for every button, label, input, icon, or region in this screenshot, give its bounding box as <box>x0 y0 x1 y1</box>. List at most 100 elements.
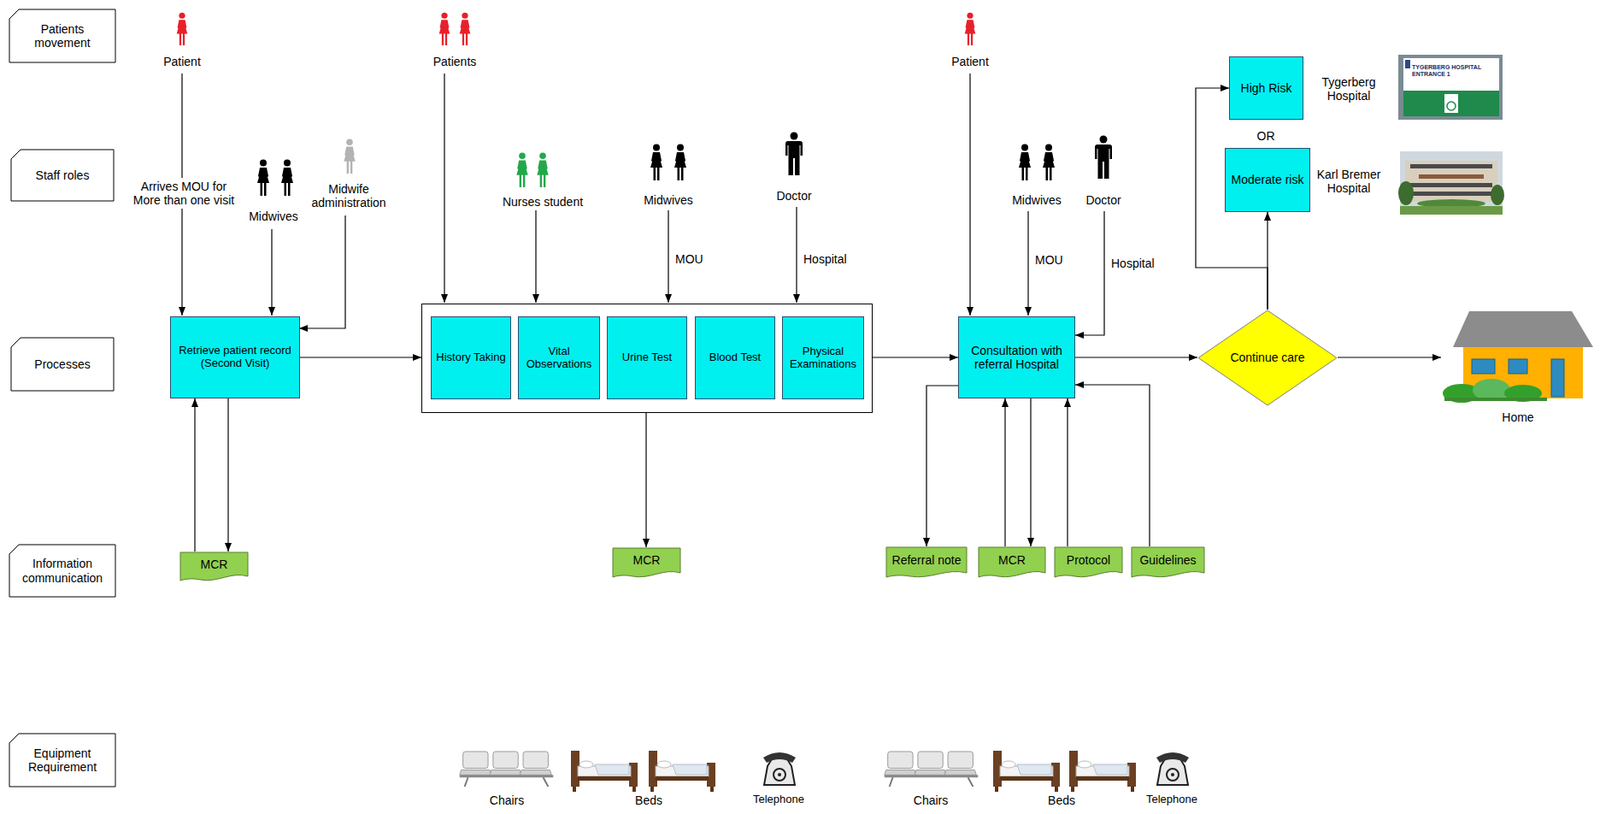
doctor-icon <box>785 132 803 177</box>
node-text: Processes <box>34 357 90 371</box>
process-box: Vital Observations <box>517 316 600 400</box>
node-text: Staff roles <box>35 168 90 183</box>
connector-arrow <box>1004 398 1006 547</box>
label-text: Midwives <box>643 193 694 207</box>
node-text: Continue care <box>1229 350 1305 365</box>
label-text: Doctor <box>1085 193 1121 207</box>
bed-icon <box>1069 750 1136 792</box>
leader-arrow <box>299 215 346 329</box>
connector-arrow <box>1075 356 1198 358</box>
label-text: Patient <box>951 54 989 69</box>
midwife-icon <box>281 159 294 197</box>
document-outline-path <box>180 552 248 581</box>
label-text: Chairs <box>489 793 524 807</box>
node-text: Moderate risk <box>1231 172 1305 187</box>
tree <box>1398 181 1414 206</box>
process-box: History Taking <box>430 316 512 400</box>
doctor-icon <box>1094 135 1112 180</box>
label-text: Karl Bremer Hospital <box>1307 167 1390 195</box>
connector-arrow <box>300 356 422 358</box>
telephone-icon <box>763 752 796 785</box>
label-text: Doctor <box>776 188 812 203</box>
building-facade <box>1405 160 1498 202</box>
label-text: Telephone <box>752 793 805 806</box>
document-outline-path <box>886 547 967 577</box>
tag-outline-path <box>9 9 116 63</box>
row-label: Staff roles <box>10 148 115 202</box>
document-outline-path <box>1131 547 1205 577</box>
wheelchair-sign <box>1444 94 1459 113</box>
hospital-photo <box>1400 151 1503 215</box>
telephone-icon <box>1156 752 1189 785</box>
leader-arrow <box>535 210 536 303</box>
patient-icon <box>439 12 451 46</box>
connector-arrow <box>1075 384 1150 547</box>
row-label: Information communication <box>8 543 117 598</box>
label-text: Hospital <box>803 252 848 266</box>
node-text: Vital Observations <box>522 345 596 371</box>
leader-arrow <box>1075 211 1105 336</box>
document-outline-path <box>612 547 681 577</box>
midwife-icon <box>1042 144 1055 182</box>
node-text: Protocol <box>1066 552 1111 567</box>
sign-panel <box>1403 90 1500 117</box>
diamond-outline-path <box>1198 310 1337 406</box>
document-shape: Guidelines <box>1130 546 1206 579</box>
window-row <box>1410 182 1493 188</box>
process-box: Consultation with referral Hospital <box>958 316 1076 399</box>
node-text: High Risk <box>1241 81 1293 95</box>
house-window <box>1508 358 1528 374</box>
document-outline-path <box>1054 547 1123 577</box>
node-text: MCR <box>200 557 229 571</box>
midwife-icon <box>257 159 270 197</box>
node-text: Physical Examinations <box>786 345 860 371</box>
process-box: Urine Test <box>606 316 688 400</box>
bed-icon <box>570 750 638 792</box>
label-text: Chairs <box>913 793 948 807</box>
leader-arrow <box>443 73 445 303</box>
sign-logo <box>1405 59 1411 69</box>
tag-outline-path <box>11 337 114 391</box>
node-text: Home <box>1501 410 1534 424</box>
node-text: MCR <box>633 552 661 567</box>
hospital-photo <box>1398 54 1503 120</box>
tag-outline-path <box>11 149 114 201</box>
document-shape: Referral note <box>885 546 968 579</box>
document-shape: Protocol <box>1053 546 1124 579</box>
process-group: History Taking Vital Observations Urine Te… <box>421 303 873 413</box>
label-text: Beds <box>1047 793 1076 807</box>
patient-icon <box>964 12 977 46</box>
leader-arrow <box>795 206 797 303</box>
label-text: Tygerberg Hospital <box>1312 75 1385 103</box>
label-text: Nurses student <box>502 194 583 209</box>
nurse-icon <box>516 152 528 188</box>
connector-arrow <box>1029 398 1031 547</box>
node-text: Urine Test <box>622 351 672 365</box>
nurse-icon <box>536 152 548 188</box>
chairs-icon <box>884 751 979 787</box>
midwife-icon <box>674 144 687 182</box>
lawn <box>1400 205 1503 215</box>
tag-outline-path <box>9 544 116 597</box>
window-row <box>1410 164 1493 169</box>
decision-diamond: Continue care <box>1197 309 1338 406</box>
building-sign <box>1418 174 1484 179</box>
label-text: Telephone <box>1146 793 1198 806</box>
connector-arrow <box>926 385 959 547</box>
hospital-sign <box>1403 58 1500 91</box>
node-text: Patients movement <box>15 22 110 50</box>
row-label: Processes <box>10 336 115 392</box>
admin-icon <box>343 138 355 174</box>
chairs-icon <box>459 751 554 787</box>
grass <box>1444 397 1548 401</box>
house-door <box>1551 358 1565 397</box>
connector-arrow <box>194 398 195 552</box>
process-box: Retrieve patient record (Second Visit) <box>170 316 300 399</box>
process-box: Blood Test <box>694 316 776 400</box>
label-text: Beds <box>635 793 663 807</box>
label-text: MOU <box>675 252 704 266</box>
document-shape: MCR <box>611 547 682 579</box>
node-text: Consultation with referral Hospital <box>962 343 1071 371</box>
